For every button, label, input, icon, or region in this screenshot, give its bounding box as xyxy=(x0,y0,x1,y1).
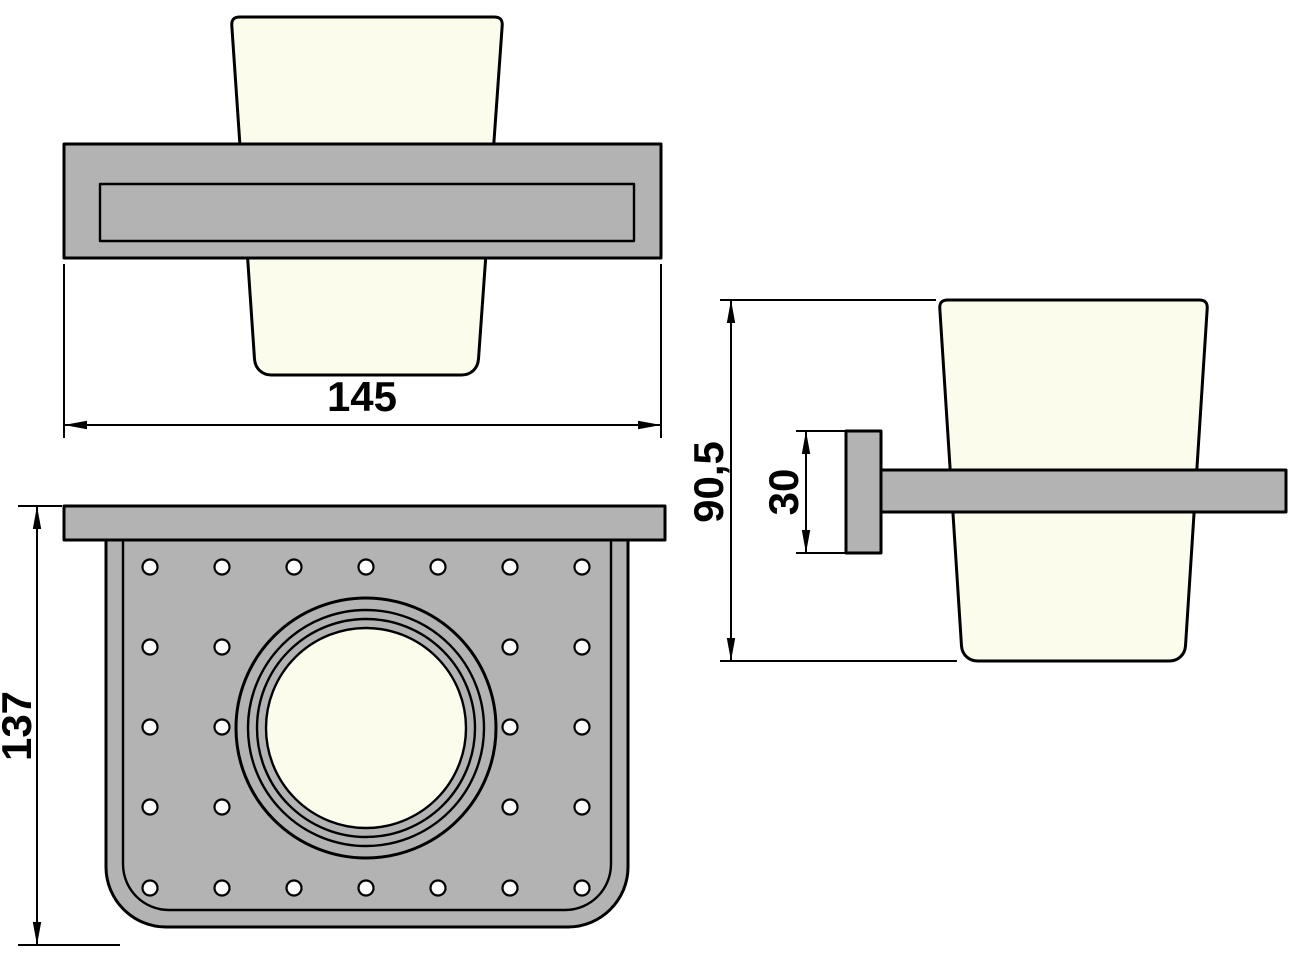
side-bracket-arm xyxy=(860,468,1288,514)
hole xyxy=(573,638,591,656)
hole xyxy=(357,879,375,897)
hole xyxy=(213,798,231,816)
hole xyxy=(285,879,303,897)
hole xyxy=(285,558,303,576)
depth-label: 137 xyxy=(0,691,40,761)
hole xyxy=(429,558,447,576)
hole xyxy=(573,558,591,576)
hole xyxy=(213,718,231,736)
front-width-dimension: 145 xyxy=(63,264,662,438)
hole xyxy=(501,879,519,897)
depth-dimension: 137 xyxy=(0,505,120,946)
hole xyxy=(501,798,519,816)
front-bracket xyxy=(62,142,663,260)
perforation-holes xyxy=(141,558,591,897)
hole xyxy=(141,879,159,897)
cup-ring-inner xyxy=(264,626,468,830)
side-wall-mount xyxy=(844,429,883,555)
hole xyxy=(501,718,519,736)
hole xyxy=(213,638,231,656)
top-view xyxy=(62,504,667,929)
hole xyxy=(213,558,231,576)
cup-ring-step xyxy=(246,608,486,848)
cup-ring-step xyxy=(255,617,477,839)
overall-height-dimension: 90,5 xyxy=(685,299,957,662)
hole xyxy=(213,879,231,897)
top-wall-plate xyxy=(62,504,667,542)
top-base-plate-inner-edge xyxy=(121,540,613,912)
hole xyxy=(141,638,159,656)
hole xyxy=(501,638,519,656)
mount-height-dimension: 30 xyxy=(760,430,845,554)
hole xyxy=(357,558,375,576)
hole xyxy=(429,879,447,897)
hole xyxy=(501,558,519,576)
hole xyxy=(573,798,591,816)
hole xyxy=(141,798,159,816)
front-view xyxy=(62,15,663,377)
front-bracket-face xyxy=(98,182,636,243)
mount-height-label: 30 xyxy=(760,469,807,516)
side-view xyxy=(844,298,1288,663)
hole xyxy=(141,558,159,576)
cup-ring xyxy=(234,596,498,860)
hole xyxy=(573,879,591,897)
front-width-label: 145 xyxy=(327,373,397,420)
hole xyxy=(573,718,591,736)
overall-height-label: 90,5 xyxy=(685,441,732,523)
hole xyxy=(141,718,159,736)
